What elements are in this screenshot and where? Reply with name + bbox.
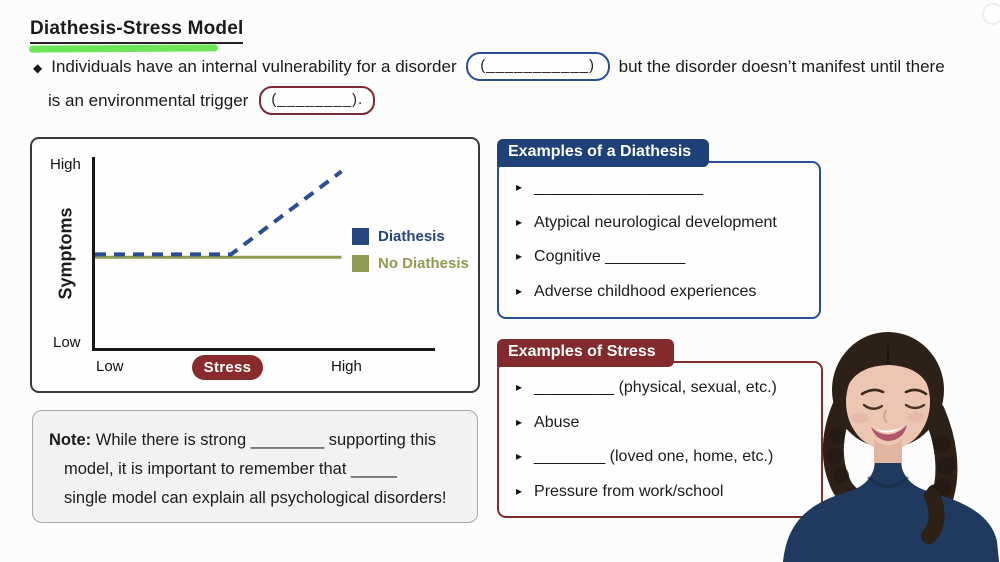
triangle-bullet-icon: ▸ (516, 180, 523, 194)
legend-row-diathesis: Diathesis (352, 228, 469, 245)
y-axis-line (92, 157, 95, 351)
x-axis-stress-badge: Stress (192, 355, 263, 380)
instructor-avatar (783, 332, 999, 562)
intro-text-3: is an environmental trigger (48, 90, 249, 110)
page-title: Diathesis-Stress Model (30, 18, 244, 44)
list-item: ▸ Abuse (516, 412, 821, 434)
list-item: ▸ Cognitive _________ (516, 246, 819, 268)
chart-plot-lines (95, 169, 343, 259)
list-item-text: Cognitive _________ (534, 248, 686, 265)
y-axis-label: Symptoms (55, 207, 76, 300)
triangle-bullet-icon: ▸ (516, 449, 523, 463)
triangle-bullet-icon: ▸ (516, 283, 523, 298)
diathesis-swatch-icon (352, 228, 369, 245)
list-item-text: Adverse childhood experiences (534, 282, 757, 300)
intro-text-2: but the disorder doesn’t manifest until … (618, 56, 945, 76)
triangle-bullet-icon: ▸ (516, 483, 523, 498)
legend-row-no-diathesis: No Diathesis (352, 255, 469, 272)
legend-label: No Diathesis (378, 255, 469, 272)
x-axis-line (92, 348, 435, 351)
intro-line-2: is an environmental trigger (________). (48, 86, 376, 115)
note-line-3: single model can explain all psychologic… (64, 489, 447, 507)
diathesis-box-header: Examples of a Diathesis (497, 139, 709, 167)
intro-text-1: Individuals have an internal vulnerabili… (51, 56, 457, 76)
diathesis-stress-chart: High Symptoms Low Diathesis No Diathesis… (30, 137, 480, 393)
watermark-circle-icon (982, 3, 1000, 25)
stress-box: ▸ _________ (physical, sexual, etc.) ▸ A… (497, 361, 823, 518)
y-tick-high: High (50, 156, 81, 173)
note-text: While there is strong ________ supportin… (95, 431, 437, 449)
stress-blank-box: (________). (259, 86, 376, 115)
note-box: Note: While there is strong ________ sup… (32, 410, 478, 523)
list-item: ▸ _________ (physical, sexual, etc.) (516, 377, 821, 399)
x-tick-low: Low (96, 358, 124, 375)
list-item: ▸ ________ (loved one, home, etc.) (516, 446, 821, 468)
list-item: ▸ Adverse childhood experiences (516, 281, 819, 303)
triangle-bullet-icon: ▸ (516, 380, 523, 394)
triangle-bullet-icon: ▸ (516, 414, 523, 429)
diamond-bullet-icon: ◆ (33, 60, 43, 75)
y-tick-low: Low (53, 334, 81, 351)
diathesis-blank-box: (___________) (465, 52, 610, 81)
triangle-bullet-icon: ▸ (516, 249, 523, 263)
list-item-text: ________ (loved one, home, etc.) (534, 448, 774, 465)
list-item: ▸ ___________________ (516, 177, 819, 199)
list-item-text: ___________________ (534, 179, 704, 196)
intro-line-1: ◆ Individuals have an internal vulnerabi… (33, 52, 945, 81)
list-item-text: Abuse (534, 413, 580, 431)
note-line-2: model, it is important to remember that … (64, 460, 397, 478)
diathesis-box: ▸ ___________________ ▸ Atypical neurolo… (497, 161, 821, 319)
x-tick-high: High (331, 358, 362, 375)
list-item-text: Atypical neurological development (534, 213, 777, 231)
list-item: ▸ Atypical neurological development (516, 212, 819, 234)
list-item-text: Pressure from work/school (534, 482, 724, 500)
note-line-1: Note: While there is strong ________ sup… (49, 426, 461, 455)
legend-label: Diathesis (378, 228, 445, 245)
list-item: ▸ Pressure from work/school (516, 481, 821, 503)
note-label: Note: (49, 431, 92, 449)
stress-box-header: Examples of Stress (497, 339, 674, 367)
list-item-text: _________ (physical, sexual, etc.) (534, 379, 777, 396)
chart-legend: Diathesis No Diathesis (352, 228, 469, 272)
no-diathesis-swatch-icon (352, 255, 369, 272)
triangle-bullet-icon: ▸ (516, 214, 523, 229)
